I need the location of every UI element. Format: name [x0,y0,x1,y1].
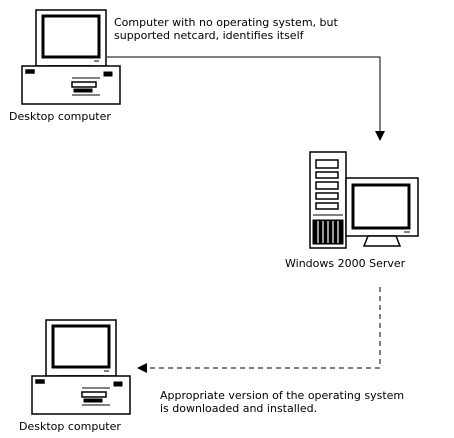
identify-note-line-2: supported netcard, identifies itself [114,29,304,42]
download-note-line-2: is downloaded and installed. [160,402,318,415]
server-label: Windows 2000 Server [285,257,406,270]
desktop-computer-bottom-label: Desktop computer [19,420,121,433]
identify-note: Computer with no operating system, but s… [114,16,338,42]
identify-note-line-1: Computer with no operating system, but [114,16,338,29]
desktop-computer-top-icon [21,9,121,105]
download-note: Appropriate version of the operating sys… [160,389,404,415]
desktop-computer-top-label: Desktop computer [9,110,111,123]
identify-arrow [107,56,385,141]
download-note-line-1: Appropriate version of the operating sys… [160,389,405,402]
windows-server-icon [309,151,419,249]
desktop-computer-bottom-icon [31,319,131,415]
download-arrow [137,287,381,373]
